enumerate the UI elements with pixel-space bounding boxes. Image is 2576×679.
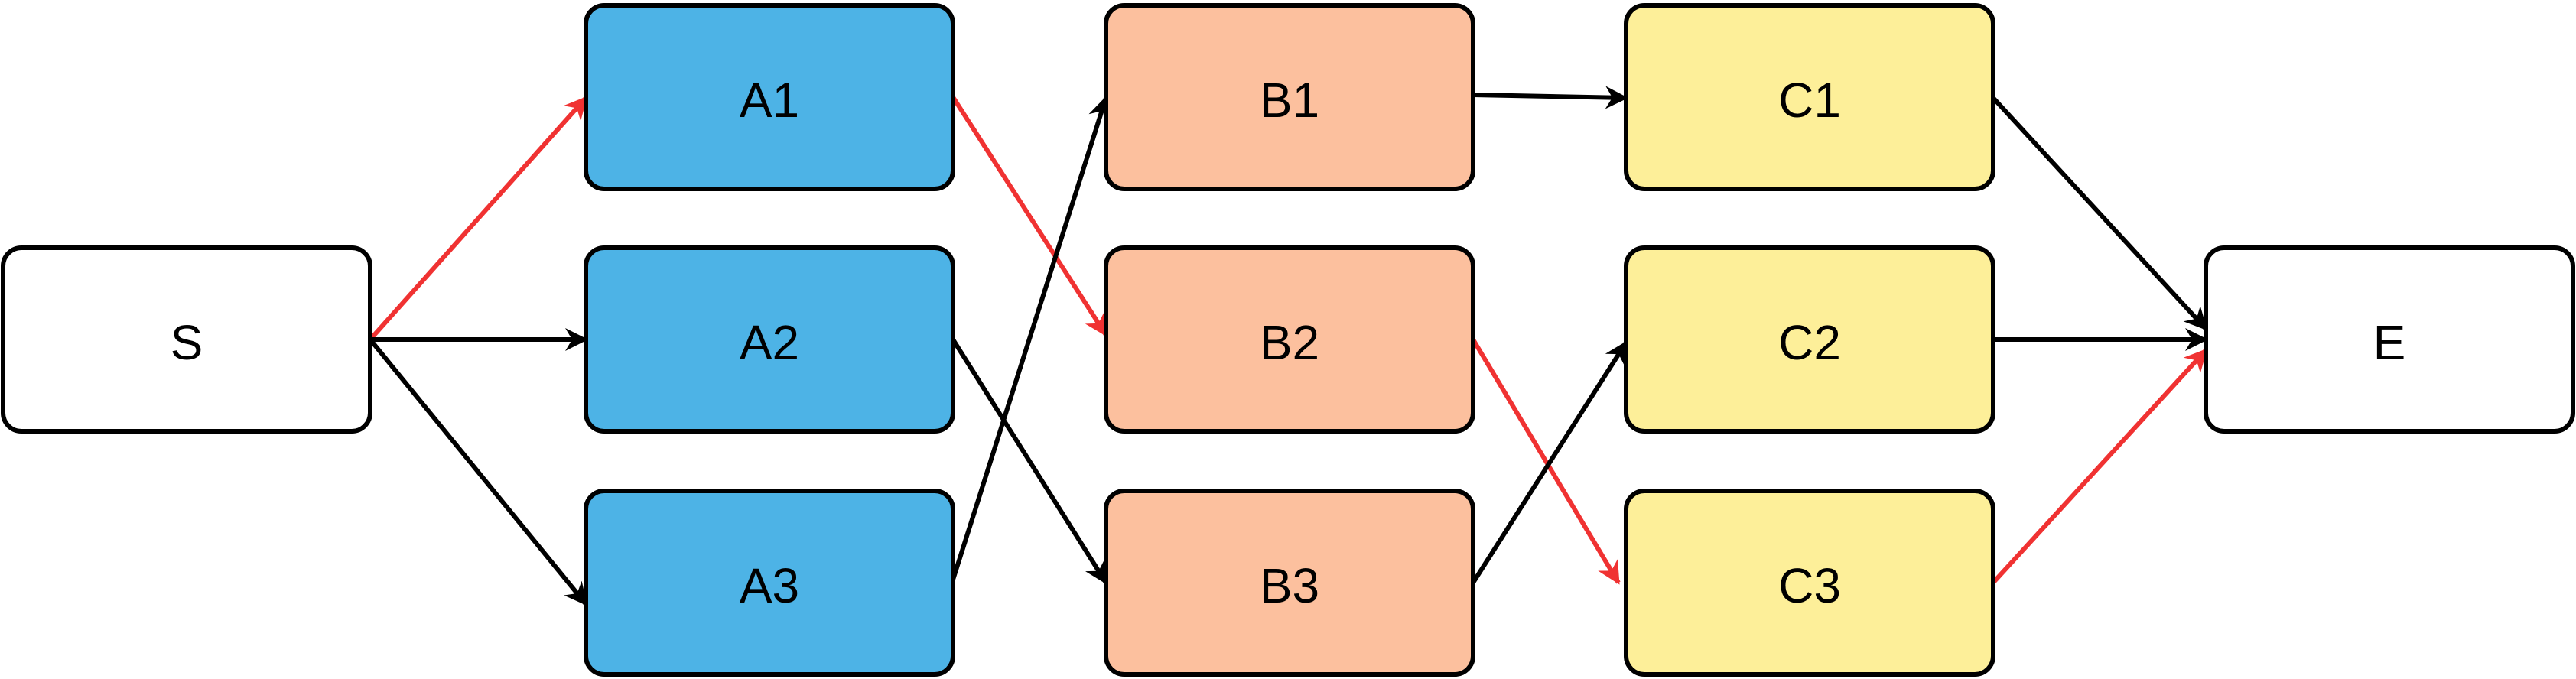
arrow <box>951 338 1108 585</box>
edge-s-to-a3 <box>368 338 588 606</box>
node-box <box>1624 245 1995 434</box>
node-box <box>1624 489 1995 677</box>
node-box <box>2204 245 2575 434</box>
node-label: C2 <box>1778 315 1841 370</box>
highlighted-arrow <box>951 96 1108 337</box>
node-label: B3 <box>1260 558 1319 613</box>
edge-a2-to-b3 <box>951 338 1108 585</box>
node-box <box>1104 489 1475 677</box>
node-box <box>1624 3 1995 191</box>
node-label: A1 <box>740 73 799 128</box>
arrow <box>1991 96 2208 331</box>
node-c3: C3 <box>1624 489 1995 677</box>
node-box <box>1104 245 1475 434</box>
node-c2: C2 <box>1624 245 1995 434</box>
edge-c3-to-e <box>1991 348 2208 585</box>
node-a3: A3 <box>584 489 955 677</box>
node-e: E <box>2204 245 2575 434</box>
node-label: A2 <box>740 315 799 370</box>
edge-s-to-a1 <box>368 96 588 341</box>
node-label: S <box>171 315 203 370</box>
edge-a1-to-b2 <box>951 96 1108 337</box>
edge-c1-to-e <box>1991 96 2208 331</box>
node-b2: B2 <box>1104 245 1475 434</box>
highlighted-arrow <box>1471 338 1621 585</box>
edge-b1-to-c1 <box>1472 86 1628 109</box>
highlighted-arrow <box>368 96 588 341</box>
node-box <box>584 3 955 191</box>
arrow <box>1471 340 1628 584</box>
edge-b3-to-c2 <box>1471 340 1628 584</box>
node-s: S <box>1 245 372 434</box>
node-a2: A2 <box>584 245 955 434</box>
node-label: E <box>2373 315 2406 370</box>
node-c1: C1 <box>1624 3 1995 191</box>
arrow <box>951 96 1111 580</box>
arrow <box>1472 86 1628 109</box>
node-label: C1 <box>1778 73 1841 128</box>
node-box <box>1 245 372 434</box>
edge-a3-to-b1 <box>951 96 1111 580</box>
node-label: B2 <box>1260 315 1319 370</box>
node-box <box>584 245 955 434</box>
node-box <box>584 489 955 677</box>
node-a1: A1 <box>584 3 955 191</box>
edge-b2-to-c3 <box>1471 338 1621 585</box>
node-label: B1 <box>1260 73 1319 128</box>
highlighted-arrow <box>1991 348 2208 585</box>
node-b1: B1 <box>1104 3 1475 191</box>
edges-layer <box>368 86 2208 606</box>
arrow <box>368 338 588 606</box>
node-b3: B3 <box>1104 489 1475 677</box>
node-label: A3 <box>740 558 799 613</box>
node-box <box>1104 3 1475 191</box>
node-label: C3 <box>1778 558 1841 613</box>
